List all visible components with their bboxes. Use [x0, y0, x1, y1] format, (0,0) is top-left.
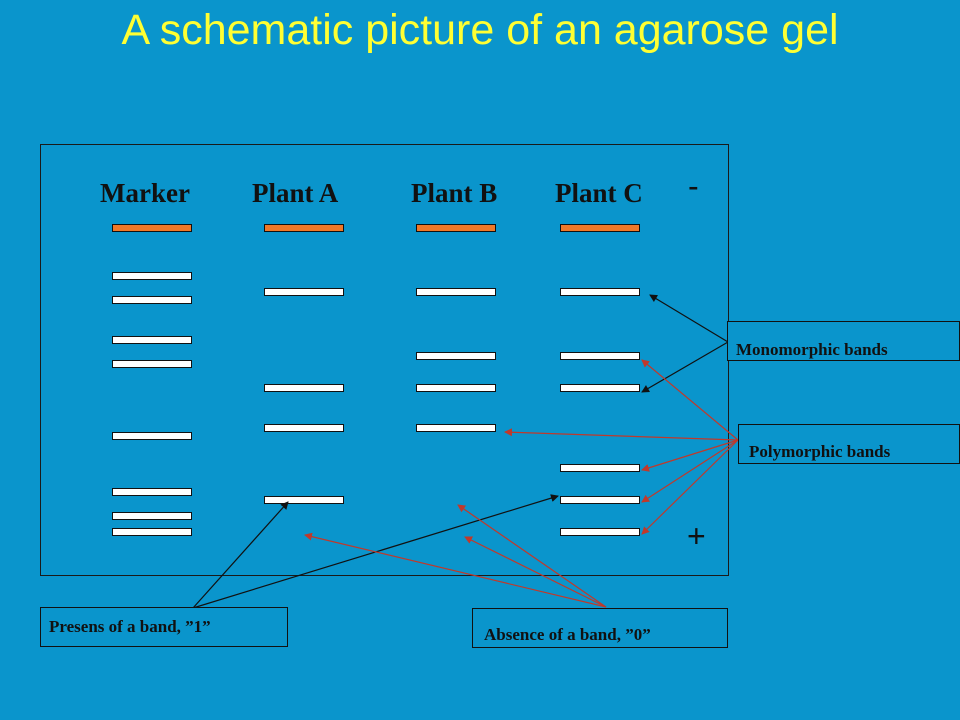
band-marker: [112, 296, 192, 304]
band-plant-b: [416, 288, 496, 296]
lane-label-plant-c: Plant C: [555, 178, 643, 208]
band-plant-c: [560, 352, 640, 360]
band-plant-c-top: [560, 224, 640, 232]
band-marker: [112, 528, 192, 536]
band-marker: [112, 488, 192, 496]
callout-polymorphic: Polymorphic bands: [738, 424, 960, 464]
arrow-presence-1: [192, 501, 289, 609]
lane-label-plant-a: Plant A: [252, 178, 339, 208]
callout-absence: Absence of a band, ”0”: [472, 608, 728, 648]
band-plant-b: [416, 424, 496, 432]
band-plant-a: [264, 288, 344, 296]
band-marker: [112, 512, 192, 520]
slide-title-text: A schematic picture of an agarose gel: [121, 6, 839, 54]
band-plant-c: [560, 288, 640, 296]
arrow-monomorphic-2: [641, 341, 729, 393]
callout-monomorphic: Monomorphic bands: [727, 321, 960, 361]
callout-absence-text: Absence of a band, ”0”: [484, 625, 651, 644]
band-plant-a-top: [264, 224, 344, 232]
band-marker-top: [112, 224, 192, 232]
band-plant-c: [560, 528, 640, 536]
band-marker: [112, 272, 192, 280]
band-plant-a: [264, 424, 344, 432]
arrow-polymorphic-4: [641, 439, 739, 503]
arrow-monomorphic-1: [649, 294, 729, 343]
lane-label-marker: Marker: [100, 178, 190, 208]
band-plant-c: [560, 384, 640, 392]
band-marker: [112, 432, 192, 440]
band-plant-b-top: [416, 224, 496, 232]
band-marker: [112, 360, 192, 368]
band-plant-b: [416, 352, 496, 360]
callout-monomorphic-text: Monomorphic bands: [736, 340, 888, 359]
band-marker: [112, 336, 192, 344]
negative-pole: -: [688, 168, 699, 204]
band-plant-c: [560, 496, 640, 504]
arrow-absence-2: [457, 504, 607, 608]
band-plant-c: [560, 464, 640, 472]
arrow-absence-3: [464, 536, 607, 608]
band-plant-a: [264, 496, 344, 504]
arrow-absence-1: [304, 532, 607, 608]
slide-title: A schematic picture of an agarose gel: [0, 4, 960, 56]
arrow-polymorphic-2: [504, 428, 739, 441]
arrow-polymorphic-1: [641, 359, 739, 441]
band-plant-b: [416, 384, 496, 392]
arrow-polymorphic-3: [641, 439, 739, 472]
band-plant-a: [264, 384, 344, 392]
lane-label-plant-b: Plant B: [411, 178, 498, 208]
callout-presence: Presens of a band, ”1”: [40, 607, 288, 647]
callout-presence-text: Presens of a band, ”1”: [49, 617, 211, 636]
callout-polymorphic-text: Polymorphic bands: [749, 442, 891, 461]
arrow-polymorphic-5: [641, 439, 739, 535]
positive-pole: +: [687, 518, 706, 554]
